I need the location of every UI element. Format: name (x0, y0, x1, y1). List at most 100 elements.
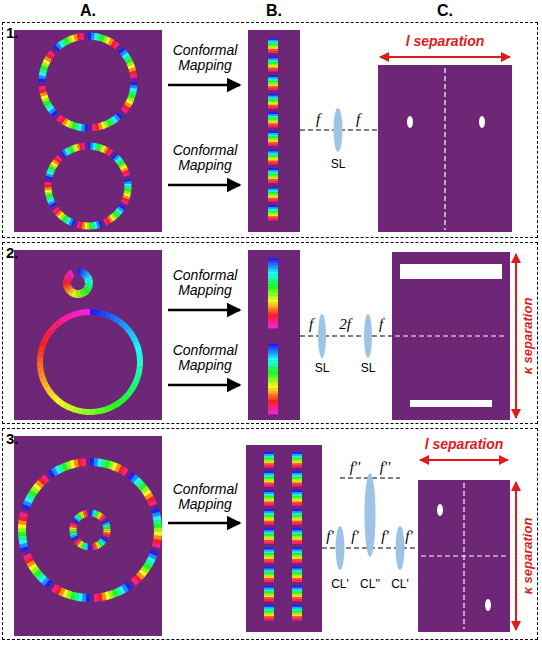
strip-piece (268, 272, 278, 275)
column-heading: C. (437, 2, 453, 20)
ring-piece (37, 367, 44, 373)
strip-piece (268, 277, 278, 280)
strip-piece (268, 312, 278, 315)
strip-piece (268, 346, 278, 349)
image-panel (14, 30, 512, 636)
separation-label: l separation (425, 437, 504, 452)
strip-piece (268, 293, 278, 296)
ring-piece (70, 523, 77, 527)
ring-piece (18, 528, 26, 532)
ring-piece (37, 356, 43, 362)
ring-piece (103, 528, 110, 530)
focal-length: f' (405, 528, 412, 545)
strip-piece (268, 372, 278, 375)
ring-piece (94, 594, 99, 602)
center-line (395, 68, 507, 629)
ring-piece (121, 467, 129, 476)
strip-beam (268, 38, 278, 220)
strip-piece (268, 395, 278, 398)
strip-piece (268, 405, 278, 408)
ring-piece (76, 221, 80, 228)
ring-piece (81, 289, 86, 297)
strip-piece (268, 374, 278, 377)
strip-piece (268, 107, 278, 109)
ring-piece (79, 309, 85, 316)
strip-piece (264, 580, 274, 582)
ring-piece (41, 474, 49, 483)
strip-piece (268, 300, 278, 303)
strip-piece (268, 388, 278, 391)
strip-piece (268, 326, 278, 329)
strip-piece (264, 618, 274, 620)
mapping-label: Conformal Mapping (165, 268, 245, 299)
ring-piece (123, 172, 130, 176)
ring-piece (92, 124, 96, 131)
strip-piece (292, 599, 302, 601)
panel-number: 2. (3, 243, 22, 262)
ring-piece (80, 33, 84, 40)
ring-piece (90, 409, 96, 415)
optical-axis (300, 130, 418, 548)
strip-piece (268, 302, 278, 305)
ring-piece (113, 42, 120, 50)
strip-piece (268, 409, 278, 412)
ring-piece (45, 187, 52, 190)
strip-piece (268, 412, 278, 415)
strip-piece (268, 370, 278, 373)
strip-piece (292, 618, 302, 620)
strip-piece (292, 503, 302, 505)
strip-piece (268, 284, 278, 287)
beam-pattern (18, 33, 302, 621)
strip-piece (268, 377, 278, 380)
ring-piece (56, 115, 63, 123)
focal-length: 2f (339, 316, 351, 333)
strip-piece (268, 51, 278, 53)
strip-piece (264, 561, 274, 563)
ring-piece (103, 218, 108, 225)
strip-piece (292, 484, 302, 486)
strip-piece (268, 319, 278, 322)
panel-box: 1. (2, 22, 538, 238)
ring-piece (84, 409, 90, 415)
strip-piece (268, 88, 278, 90)
ring-piece (152, 542, 161, 548)
strip-piece (264, 465, 274, 467)
strip-piece (292, 523, 302, 525)
strip-piece (292, 465, 302, 467)
strip-piece (268, 270, 278, 273)
ring-piece (130, 74, 137, 78)
lens-label: CL'' (360, 578, 380, 591)
column-heading: B. (266, 2, 282, 20)
strip-piece (268, 349, 278, 352)
panel-box: 2. (2, 242, 538, 424)
ring-piece (70, 529, 77, 531)
strip-piece (268, 365, 278, 368)
strip-piece (268, 69, 278, 71)
ring-beam (39, 33, 138, 132)
strip-piece (268, 279, 278, 282)
lens-label: CL' (331, 578, 349, 591)
strip-piece (268, 398, 278, 401)
strip-piece (268, 314, 278, 317)
ring-piece (148, 500, 157, 507)
strip-beam (292, 452, 302, 620)
ring-piece (52, 207, 59, 213)
ring-piece (99, 515, 106, 521)
strip-piece (268, 260, 278, 263)
ring-piece (85, 510, 88, 517)
strip-piece (268, 323, 278, 326)
ring-piece (137, 362, 143, 368)
strip-piece (268, 274, 278, 277)
lens (318, 108, 405, 570)
column-heading: A. (80, 2, 96, 20)
ring-piece (45, 182, 52, 185)
ring-beam (18, 458, 162, 602)
ring-piece (63, 285, 71, 289)
strip-piece (268, 181, 278, 183)
strip-piece (268, 263, 278, 266)
strip-piece (268, 400, 278, 403)
ring-piece (82, 143, 85, 150)
separation-label: l separation (406, 34, 485, 49)
strip-piece (292, 561, 302, 563)
